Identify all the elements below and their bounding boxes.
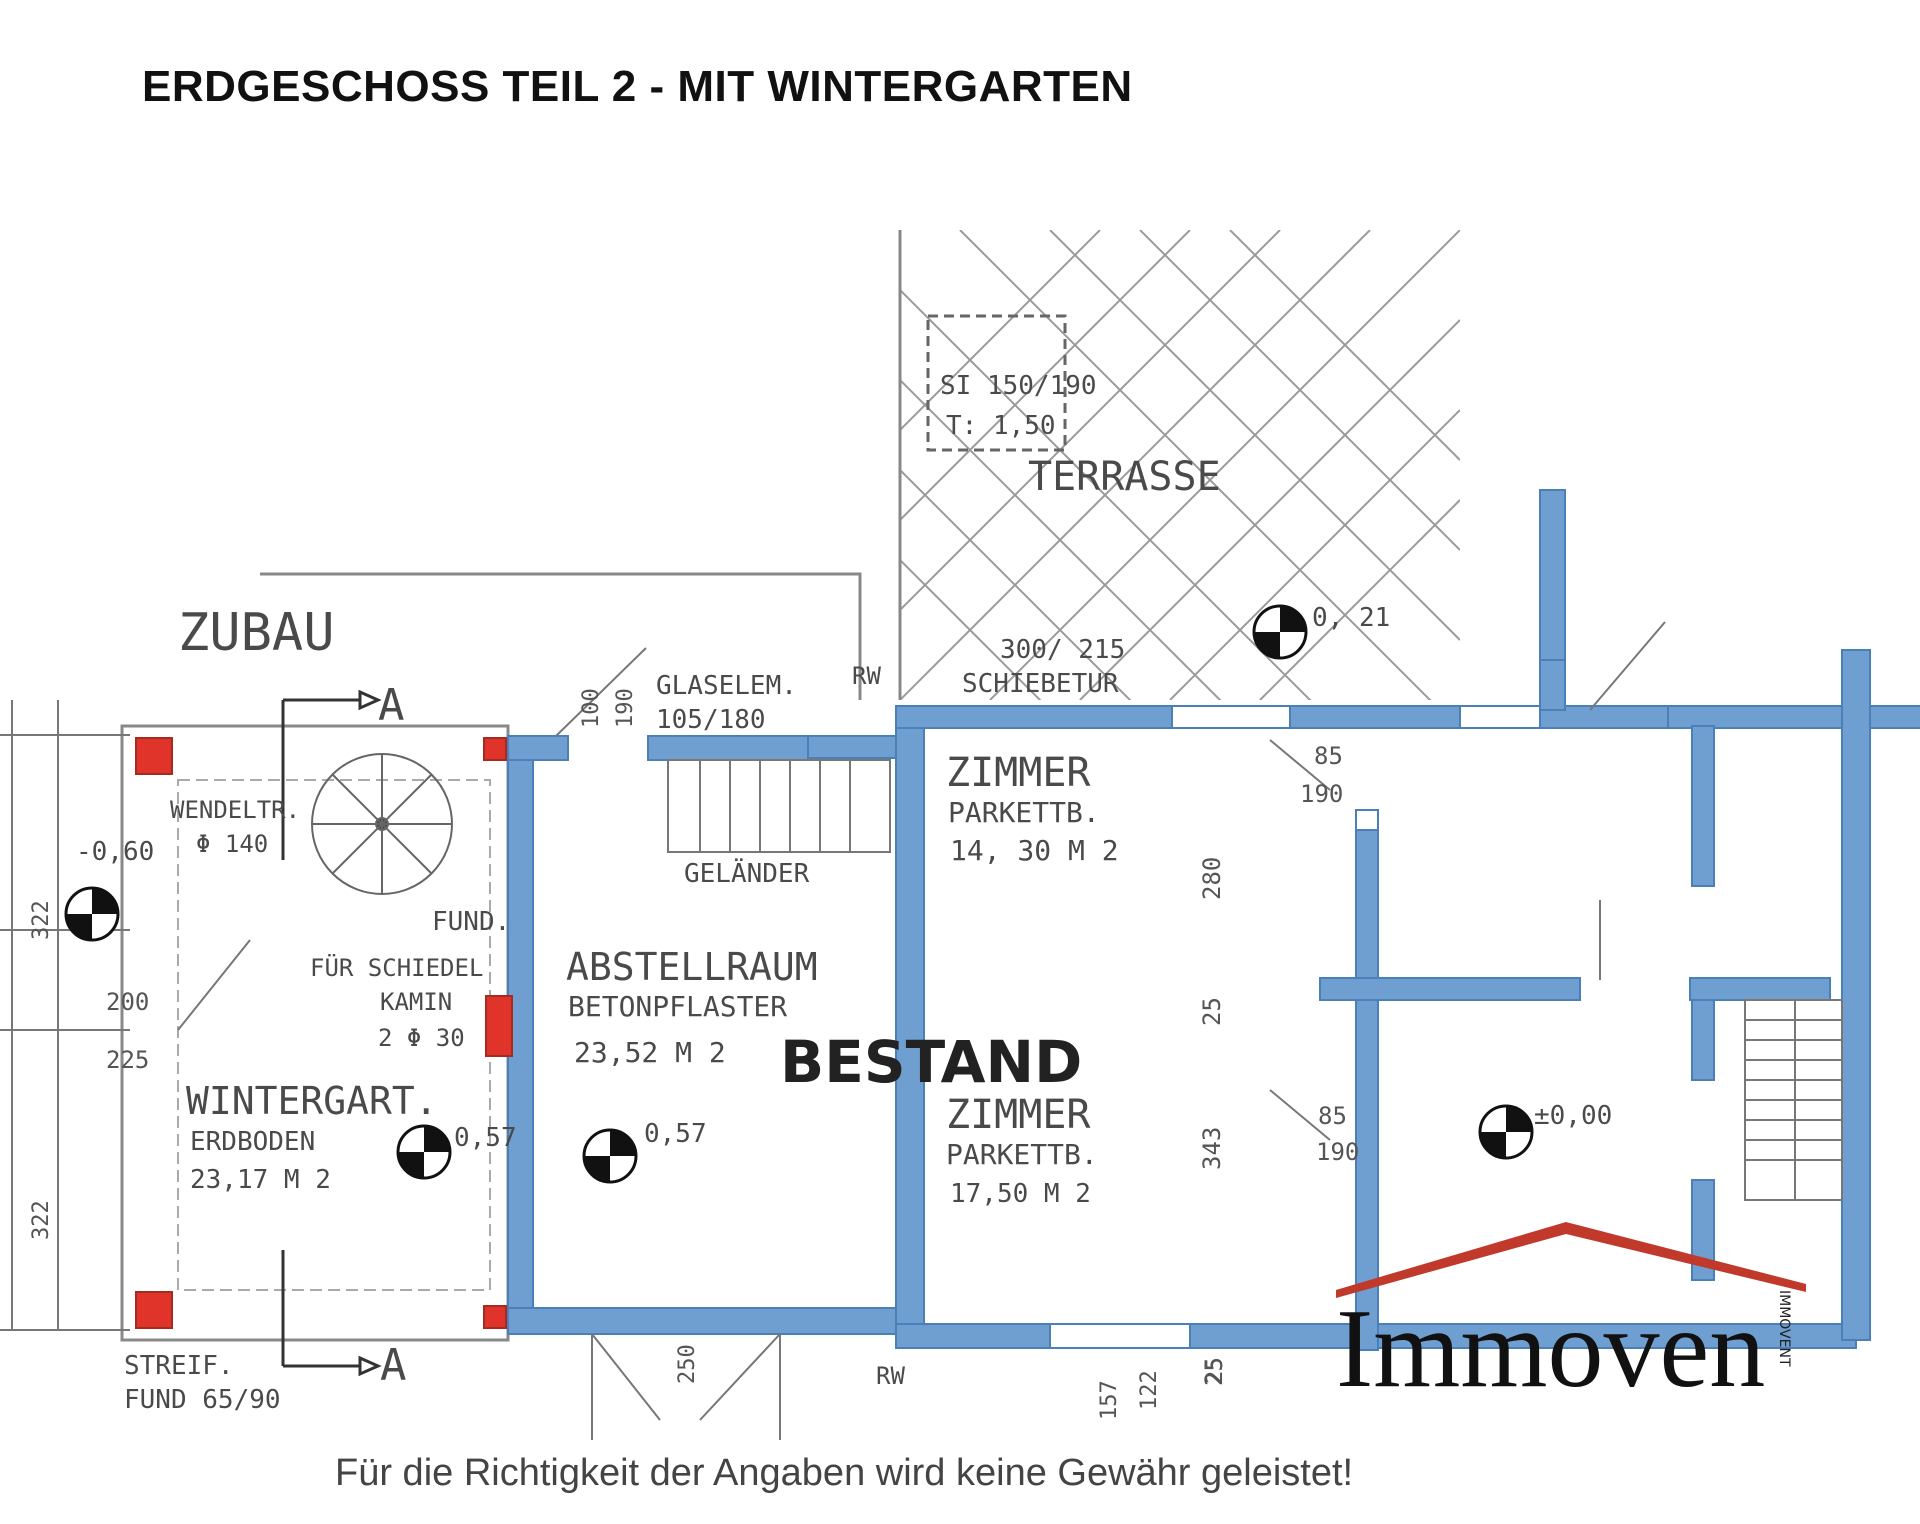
label-zubau: ZUBAU [178, 603, 335, 663]
label-door-300: 300/ 215 [1000, 635, 1125, 665]
dim-190-mid: 190 [1316, 1138, 1359, 1166]
level-marker [396, 1124, 452, 1180]
label-erdboden: ERDBODEN [190, 1127, 315, 1157]
dim-343: 343 [1198, 1127, 1226, 1170]
straight-stair [667, 759, 891, 853]
left-dimensions [0, 700, 130, 1331]
label-terrasse: TERRASSE [1028, 454, 1221, 500]
page-title: ERDGESCHOSS TEIL 2 - MIT WINTERGARTEN [142, 62, 1133, 111]
label-streif-fund: FUND 65/90 [124, 1385, 281, 1415]
label-zimmer1-area: 14, 30 M 2 [950, 834, 1119, 867]
label-fund: FUND. [432, 907, 510, 937]
disclaimer: Für die Richtigkeit der Angaben wird kei… [335, 1452, 1354, 1494]
label-rw-top: RW [852, 662, 881, 690]
label-rw-bottom: RW [876, 1362, 905, 1390]
label-parkett1: PARKETTB. [948, 796, 1100, 829]
label-wintergarten: WINTERGART. [186, 1079, 438, 1123]
label-abstellraum-area: 23,52 M 2 [574, 1036, 726, 1069]
label-gelaender: GELÄNDER [684, 857, 810, 889]
zubau-outline [260, 572, 862, 700]
label-level-057a: 0,57 [454, 1123, 517, 1153]
label-wintergarten-area: 23,17 M 2 [190, 1165, 331, 1195]
immoven-logo: Immoven IMMOVENT [1336, 1222, 1806, 1411]
dim-322-bottom: 322 [29, 1200, 54, 1240]
dim-85-mid: 85 [1318, 1102, 1347, 1130]
label-fuer-schiedel: FÜR SCHIEDEL [310, 953, 483, 982]
label-bestand: BESTAND [780, 1028, 1082, 1096]
label-window-si: SI 150/190 [940, 371, 1097, 401]
dim-225: 225 [106, 1046, 149, 1074]
label-abstellraum: ABSTELLRAUM [566, 945, 818, 989]
label-wendel-dia: Φ 140 [196, 830, 268, 858]
dim-25-foot: 25 [1203, 1358, 1228, 1385]
terrace-post [1539, 489, 1566, 661]
label-level-minus: -0,60 [76, 837, 154, 867]
label-window-t: T: 1,50 [946, 411, 1056, 441]
label-glaselem-dim: 105/180 [656, 705, 766, 735]
label-level-057b: 0,57 [644, 1119, 707, 1149]
dim-190-top: 190 [1300, 780, 1343, 808]
dim-322-top: 322 [29, 900, 54, 940]
right-stair [1744, 999, 1843, 1201]
dim-25-mid: 25 [1198, 997, 1226, 1026]
label-zimmer2: ZIMMER [946, 1092, 1091, 1138]
spiral-stair [311, 753, 453, 895]
dim-280: 280 [1198, 857, 1226, 900]
level-marker [64, 886, 120, 942]
terrace-window-box [926, 314, 1067, 452]
label-betonpflaster: BETONPFLASTER [568, 990, 787, 1023]
level-marker [582, 1128, 638, 1184]
label-kamin: KAMIN [380, 988, 452, 1016]
label-streif: STREIF. [124, 1351, 234, 1381]
dim-85-top: 85 [1314, 742, 1343, 770]
terrace-hatch [900, 230, 1460, 700]
label-parkett2: PARKETTB. [946, 1138, 1098, 1171]
dim-122: 122 [1137, 1370, 1162, 1410]
label-wendeltr: WENDELTR. [170, 796, 300, 824]
level-marker [1478, 1104, 1534, 1160]
dim-157: 157 [1097, 1380, 1122, 1420]
dim-200: 200 [106, 988, 149, 1016]
dim-190: 190 [613, 688, 638, 728]
section-markers [281, 689, 382, 1377]
openings [1049, 705, 1541, 1349]
label-zimmer1: ZIMMER [946, 750, 1091, 796]
label-level-000: ±0,00 [1534, 1101, 1612, 1131]
label-terrace-level: 0, 21 [1312, 603, 1390, 633]
dim-100: 100 [579, 688, 604, 728]
label-zimmer2-area: 17,50 M 2 [950, 1179, 1091, 1209]
logo-small-text: IMMOVENT [1776, 1290, 1792, 1367]
label-glaselem: GLASELEM. [656, 671, 797, 701]
dim-250: 250 [675, 1344, 700, 1384]
level-marker [1252, 604, 1308, 660]
dim-25-bottom: 25 [1200, 1357, 1228, 1386]
label-section-a-bottom: A [380, 1340, 407, 1391]
label-section-a-top: A [378, 680, 405, 731]
label-kamin-dim: 2 Φ 30 [378, 1024, 465, 1052]
red-columns [135, 737, 513, 1329]
logo-text: Immoven [1336, 1287, 1765, 1411]
label-schiebetur: SCHIEBETUR [962, 669, 1119, 699]
door-swings [177, 621, 1666, 1440]
